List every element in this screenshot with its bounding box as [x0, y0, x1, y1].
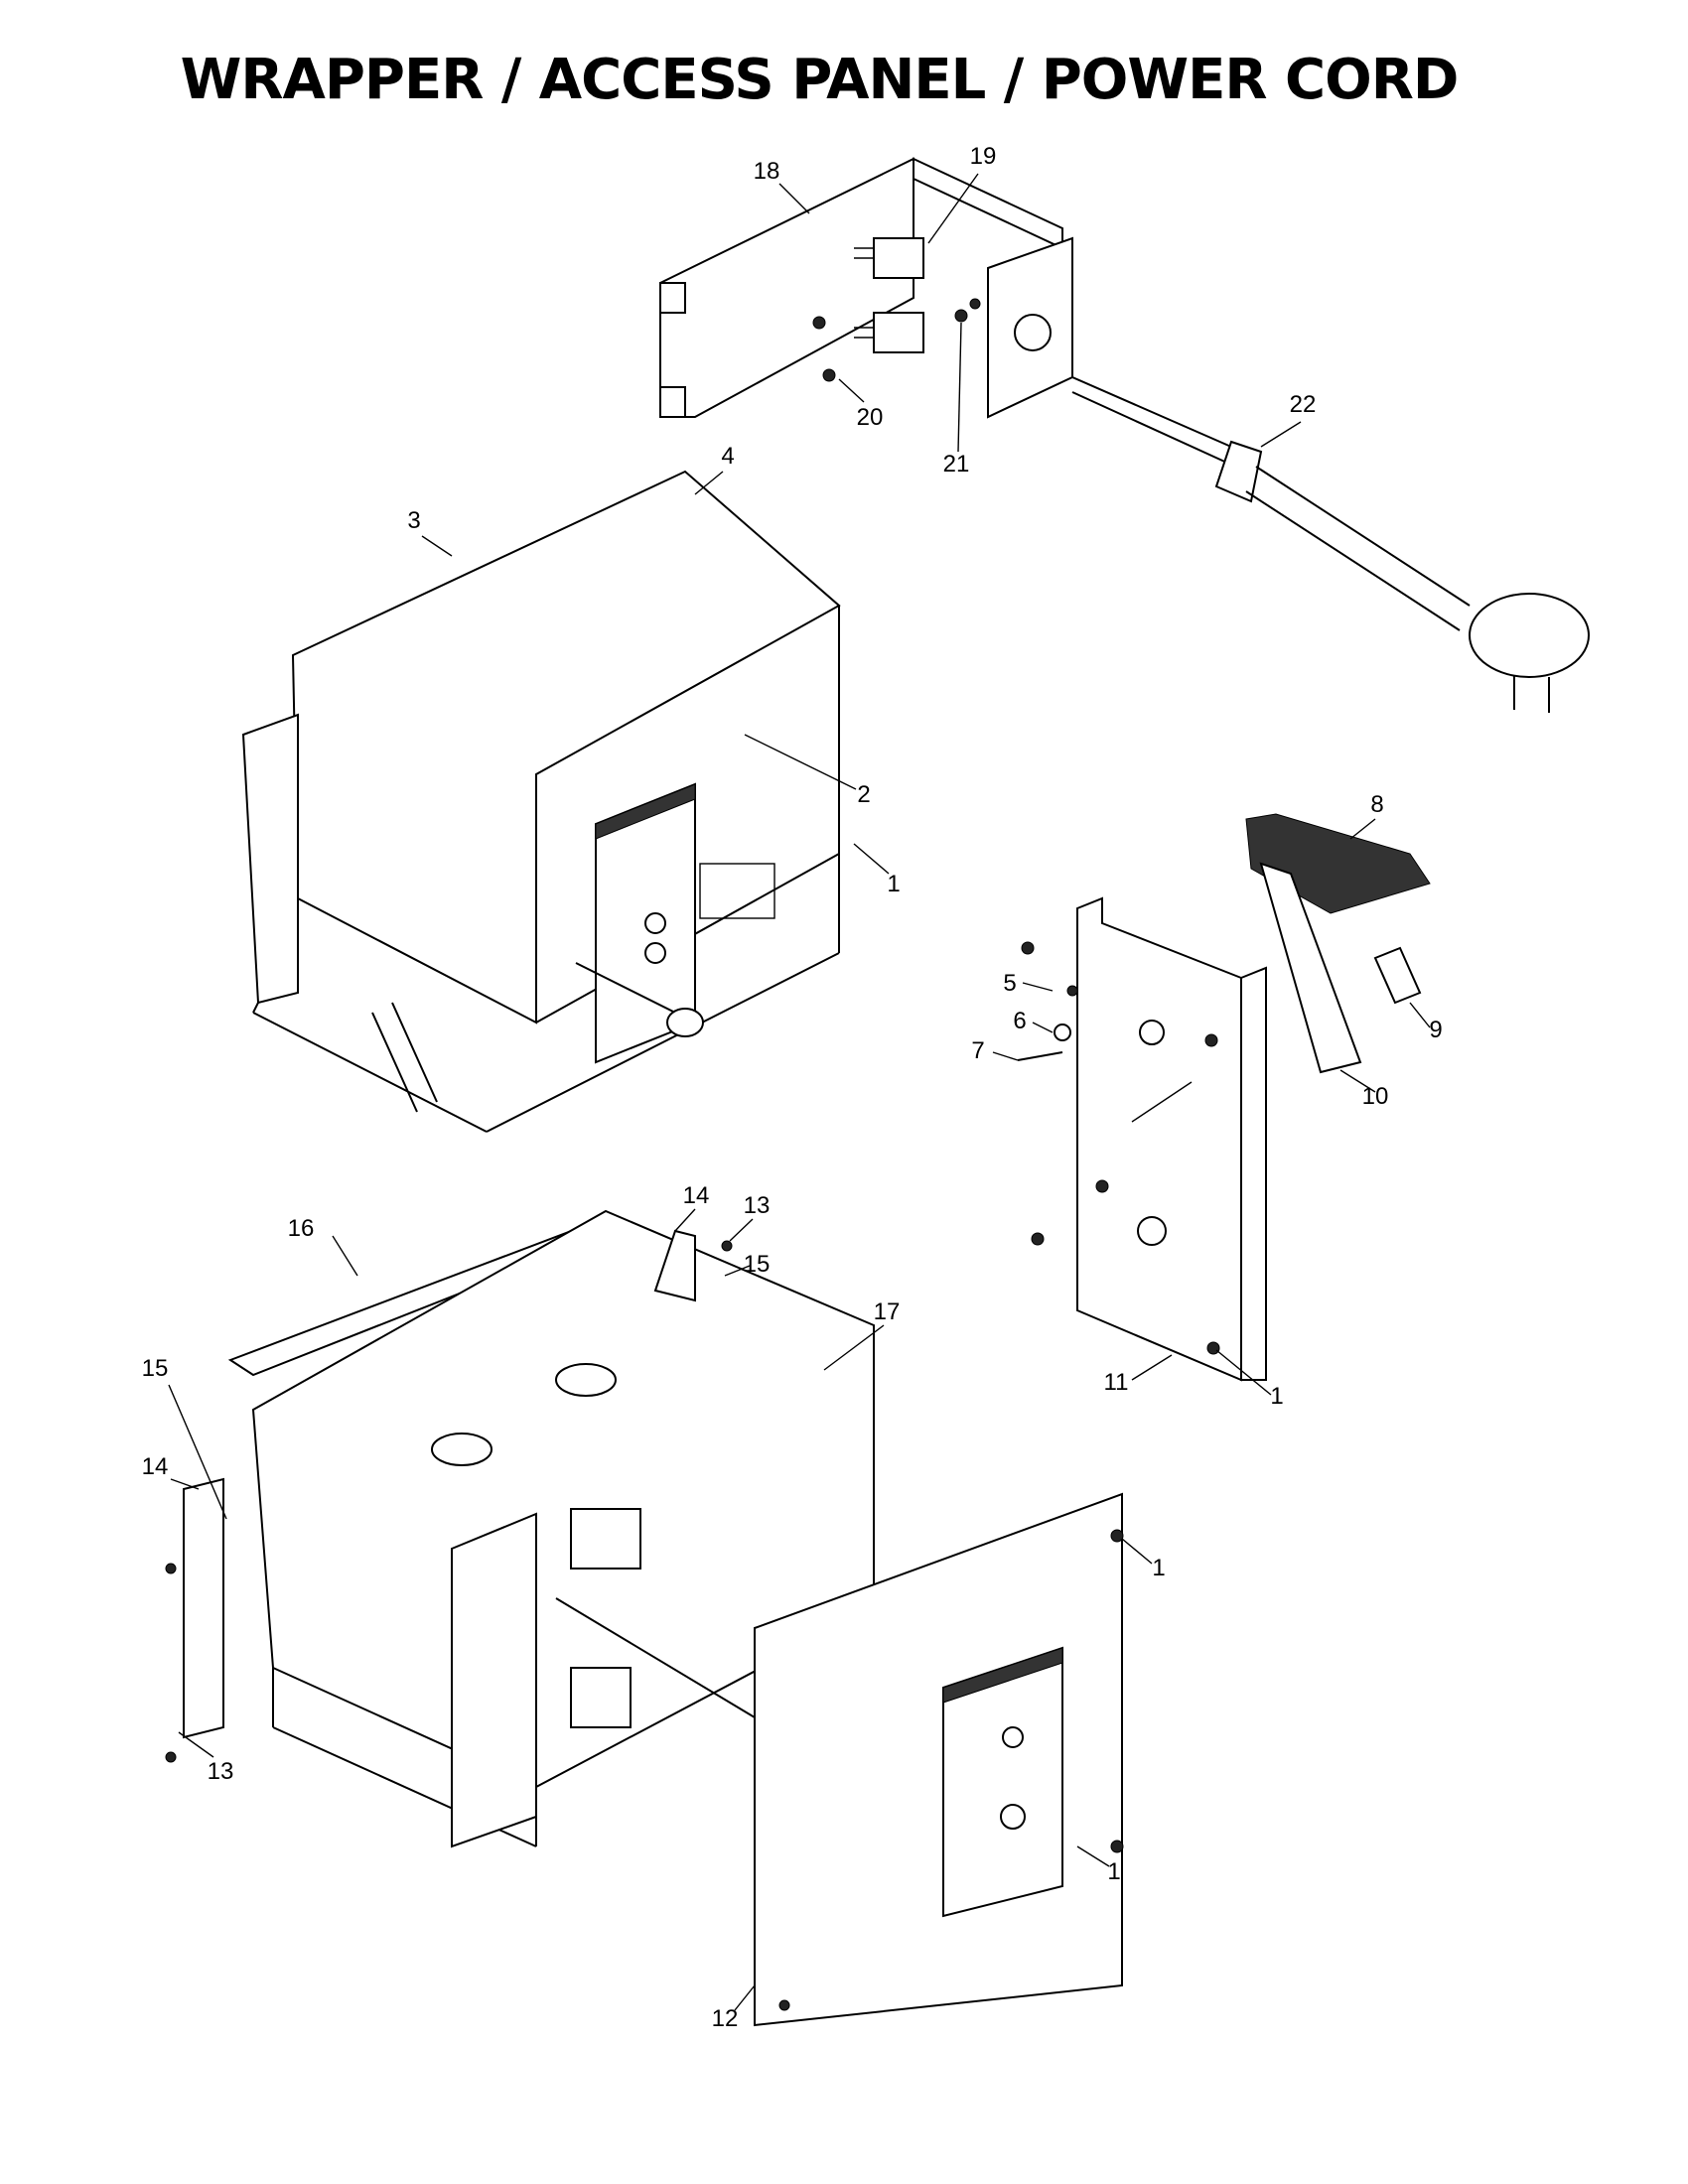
callout-16: 16: [288, 1215, 315, 1242]
callout-19: 19: [970, 143, 997, 170]
callout-17: 17: [874, 1298, 901, 1325]
callout-6: 6: [1013, 1008, 1026, 1034]
callout-1: 1: [887, 871, 900, 897]
callout-21: 21: [943, 451, 970, 478]
callout-8: 8: [1370, 791, 1383, 818]
lower-unit: [165, 1209, 1124, 2027]
callout-10: 10: [1362, 1083, 1389, 1110]
callout-2: 2: [857, 781, 870, 808]
callout-20: 20: [857, 404, 884, 431]
callout-3: 3: [407, 507, 420, 534]
callout-15: 15: [744, 1251, 771, 1278]
callout-13: 13: [208, 1758, 234, 1785]
callout-1: 1: [1270, 1383, 1283, 1410]
terminal-bracket: [659, 157, 1073, 419]
upper-unit: [241, 470, 841, 1133]
callout-11: 11: [1104, 1369, 1129, 1396]
callout-5: 5: [1003, 970, 1016, 997]
callout-12: 12: [712, 2005, 739, 2032]
callout-1: 1: [1107, 1858, 1120, 1885]
callout-18: 18: [754, 158, 780, 185]
callout-15: 15: [142, 1355, 169, 1382]
callout-7: 7: [971, 1037, 984, 1064]
callout-22: 22: [1290, 391, 1317, 418]
callout-1: 1: [1152, 1555, 1165, 1581]
callout-9: 9: [1429, 1017, 1442, 1043]
right-panel-assembly: [1017, 813, 1431, 1382]
callout-13: 13: [744, 1192, 771, 1219]
callout-4: 4: [721, 443, 734, 470]
diagram-title: WRAPPER / ACCESS PANEL / POWER CORD: [180, 48, 1460, 112]
callout-14: 14: [683, 1182, 710, 1209]
callout-14: 14: [142, 1453, 169, 1480]
leader-lines: [168, 173, 1431, 2011]
power-cord: [1071, 376, 1590, 713]
